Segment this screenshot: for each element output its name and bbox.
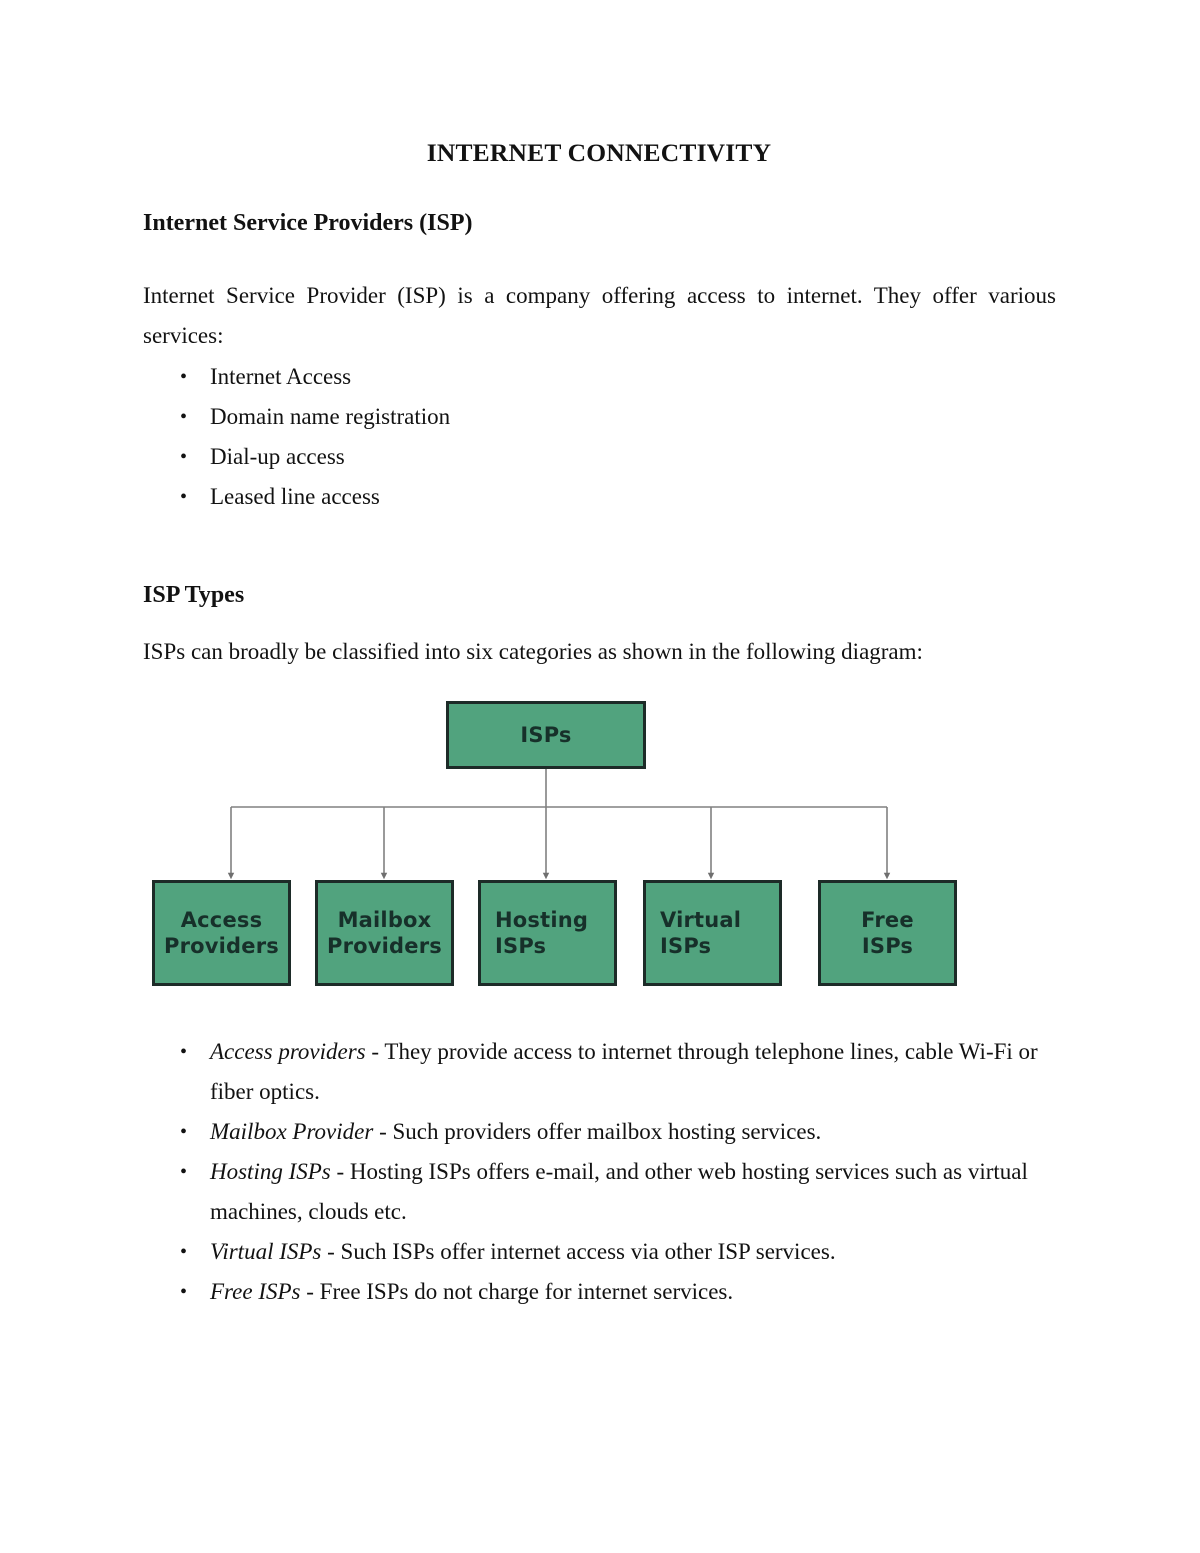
isp-types-diagram: ISPs Access Providers Mailbox Providers … bbox=[0, 680, 1200, 1010]
diagram-node-access-providers[interactable]: Access Providers bbox=[152, 880, 291, 986]
diagram-node-label: Mailbox Providers bbox=[327, 907, 442, 958]
list-isp-services: Internet Access Domain name registration… bbox=[176, 357, 1060, 517]
diagram-node-label: Virtual ISPs bbox=[660, 907, 742, 958]
diagram-node-label: Hosting ISPs bbox=[495, 907, 589, 958]
list-item: Leased line access bbox=[176, 477, 1060, 517]
term-separator: - bbox=[373, 1119, 393, 1144]
diagram-node-isps[interactable]: ISPs bbox=[446, 701, 646, 769]
diagram-connectors bbox=[227, 769, 891, 880]
term-separator: - bbox=[330, 1159, 350, 1184]
term-label: Hosting ISPs bbox=[210, 1159, 331, 1184]
list-item: Hosting ISPs - Hosting ISPs offers e-mai… bbox=[176, 1152, 1076, 1232]
diagram-node-mailbox-providers[interactable]: Mailbox Providers bbox=[315, 880, 454, 986]
term-label: Access providers bbox=[210, 1039, 366, 1064]
list-item: Dial-up access bbox=[176, 437, 1060, 477]
diagram-node-label: Access Providers bbox=[164, 907, 279, 958]
heading-isp-types: ISP Types bbox=[143, 582, 245, 608]
list-isp-type-descriptions: Access providers - They provide access t… bbox=[176, 1032, 1076, 1312]
term-label: Free ISPs bbox=[210, 1279, 301, 1304]
term-label: Virtual ISPs bbox=[210, 1239, 322, 1264]
term-description: Free ISPs do not charge for internet ser… bbox=[319, 1279, 734, 1304]
term-label: Mailbox Provider bbox=[210, 1119, 374, 1144]
list-item: Internet Access bbox=[176, 357, 1060, 397]
diagram-node-hosting-isps[interactable]: Hosting ISPs bbox=[478, 880, 617, 986]
list-item: Access providers - They provide access t… bbox=[176, 1032, 1076, 1112]
list-item: Virtual ISPs - Such ISPs offer internet … bbox=[176, 1232, 1076, 1272]
page-title: INTERNET CONNECTIVITY bbox=[426, 138, 772, 167]
term-description: Hosting ISPs offers e-mail, and other we… bbox=[210, 1159, 1028, 1224]
diagram-node-label: Free ISPs bbox=[861, 907, 914, 958]
heading-internet-service-providers: Internet Service Providers (ISP) bbox=[143, 210, 473, 236]
paragraph-isp-types-intro: ISPs can broadly be classified into six … bbox=[143, 639, 923, 664]
term-separator: - bbox=[365, 1039, 385, 1064]
list-item: Free ISPs - Free ISPs do not charge for … bbox=[176, 1272, 1076, 1312]
term-description: They provide access to internet through … bbox=[210, 1039, 1038, 1104]
list-item: Domain name registration bbox=[176, 397, 1060, 437]
paragraph-isp-intro: Internet Service Provider (ISP) is a com… bbox=[143, 283, 1056, 348]
term-separator: - bbox=[321, 1239, 341, 1264]
diagram-node-label: ISPs bbox=[520, 722, 572, 747]
diagram-node-virtual-isps[interactable]: Virtual ISPs bbox=[643, 880, 782, 986]
list-item: Mailbox Provider - Such providers offer … bbox=[176, 1112, 1076, 1152]
term-separator: - bbox=[300, 1279, 320, 1304]
diagram-node-free-isps[interactable]: Free ISPs bbox=[818, 880, 957, 986]
term-description: Such providers offer mailbox hosting ser… bbox=[392, 1119, 822, 1144]
term-description: Such ISPs offer internet access via othe… bbox=[340, 1239, 836, 1264]
